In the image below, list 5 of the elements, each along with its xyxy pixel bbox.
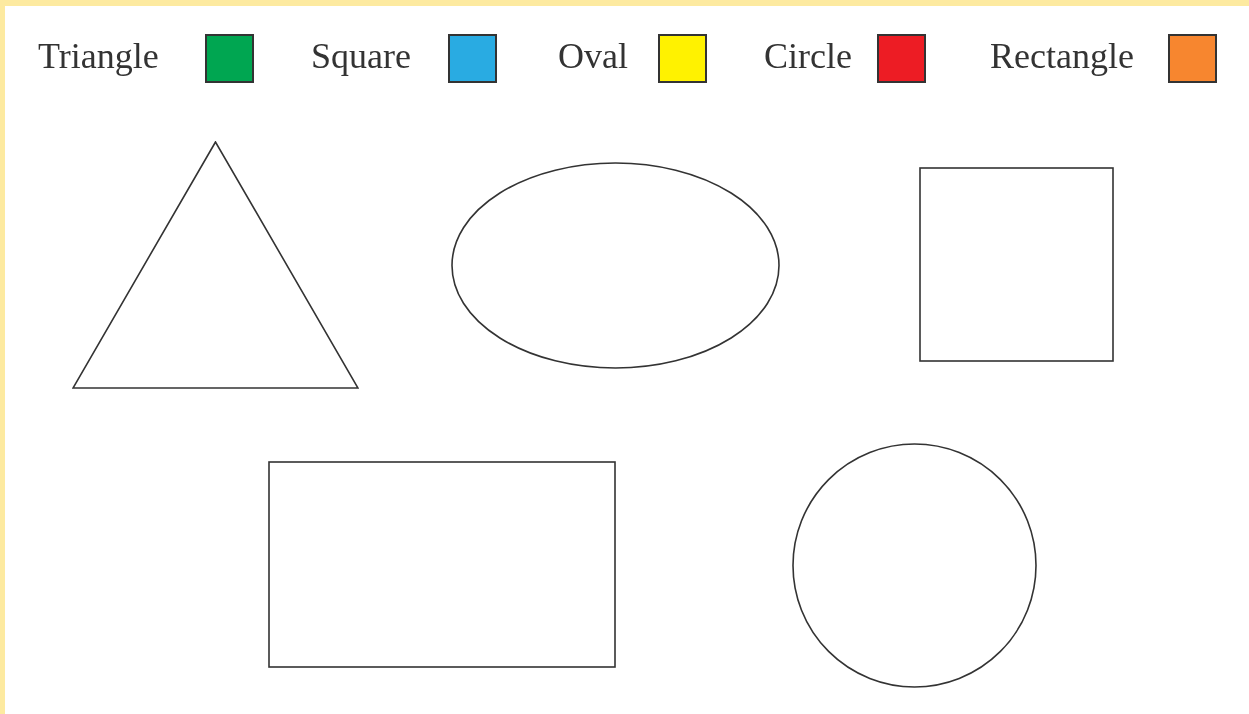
legend-label: Triangle (38, 36, 159, 76)
legend-label: Oval (558, 36, 628, 76)
legend-label: Rectangle (990, 36, 1134, 76)
legend-label: Circle (764, 36, 852, 76)
legend-label: Square (311, 36, 411, 76)
